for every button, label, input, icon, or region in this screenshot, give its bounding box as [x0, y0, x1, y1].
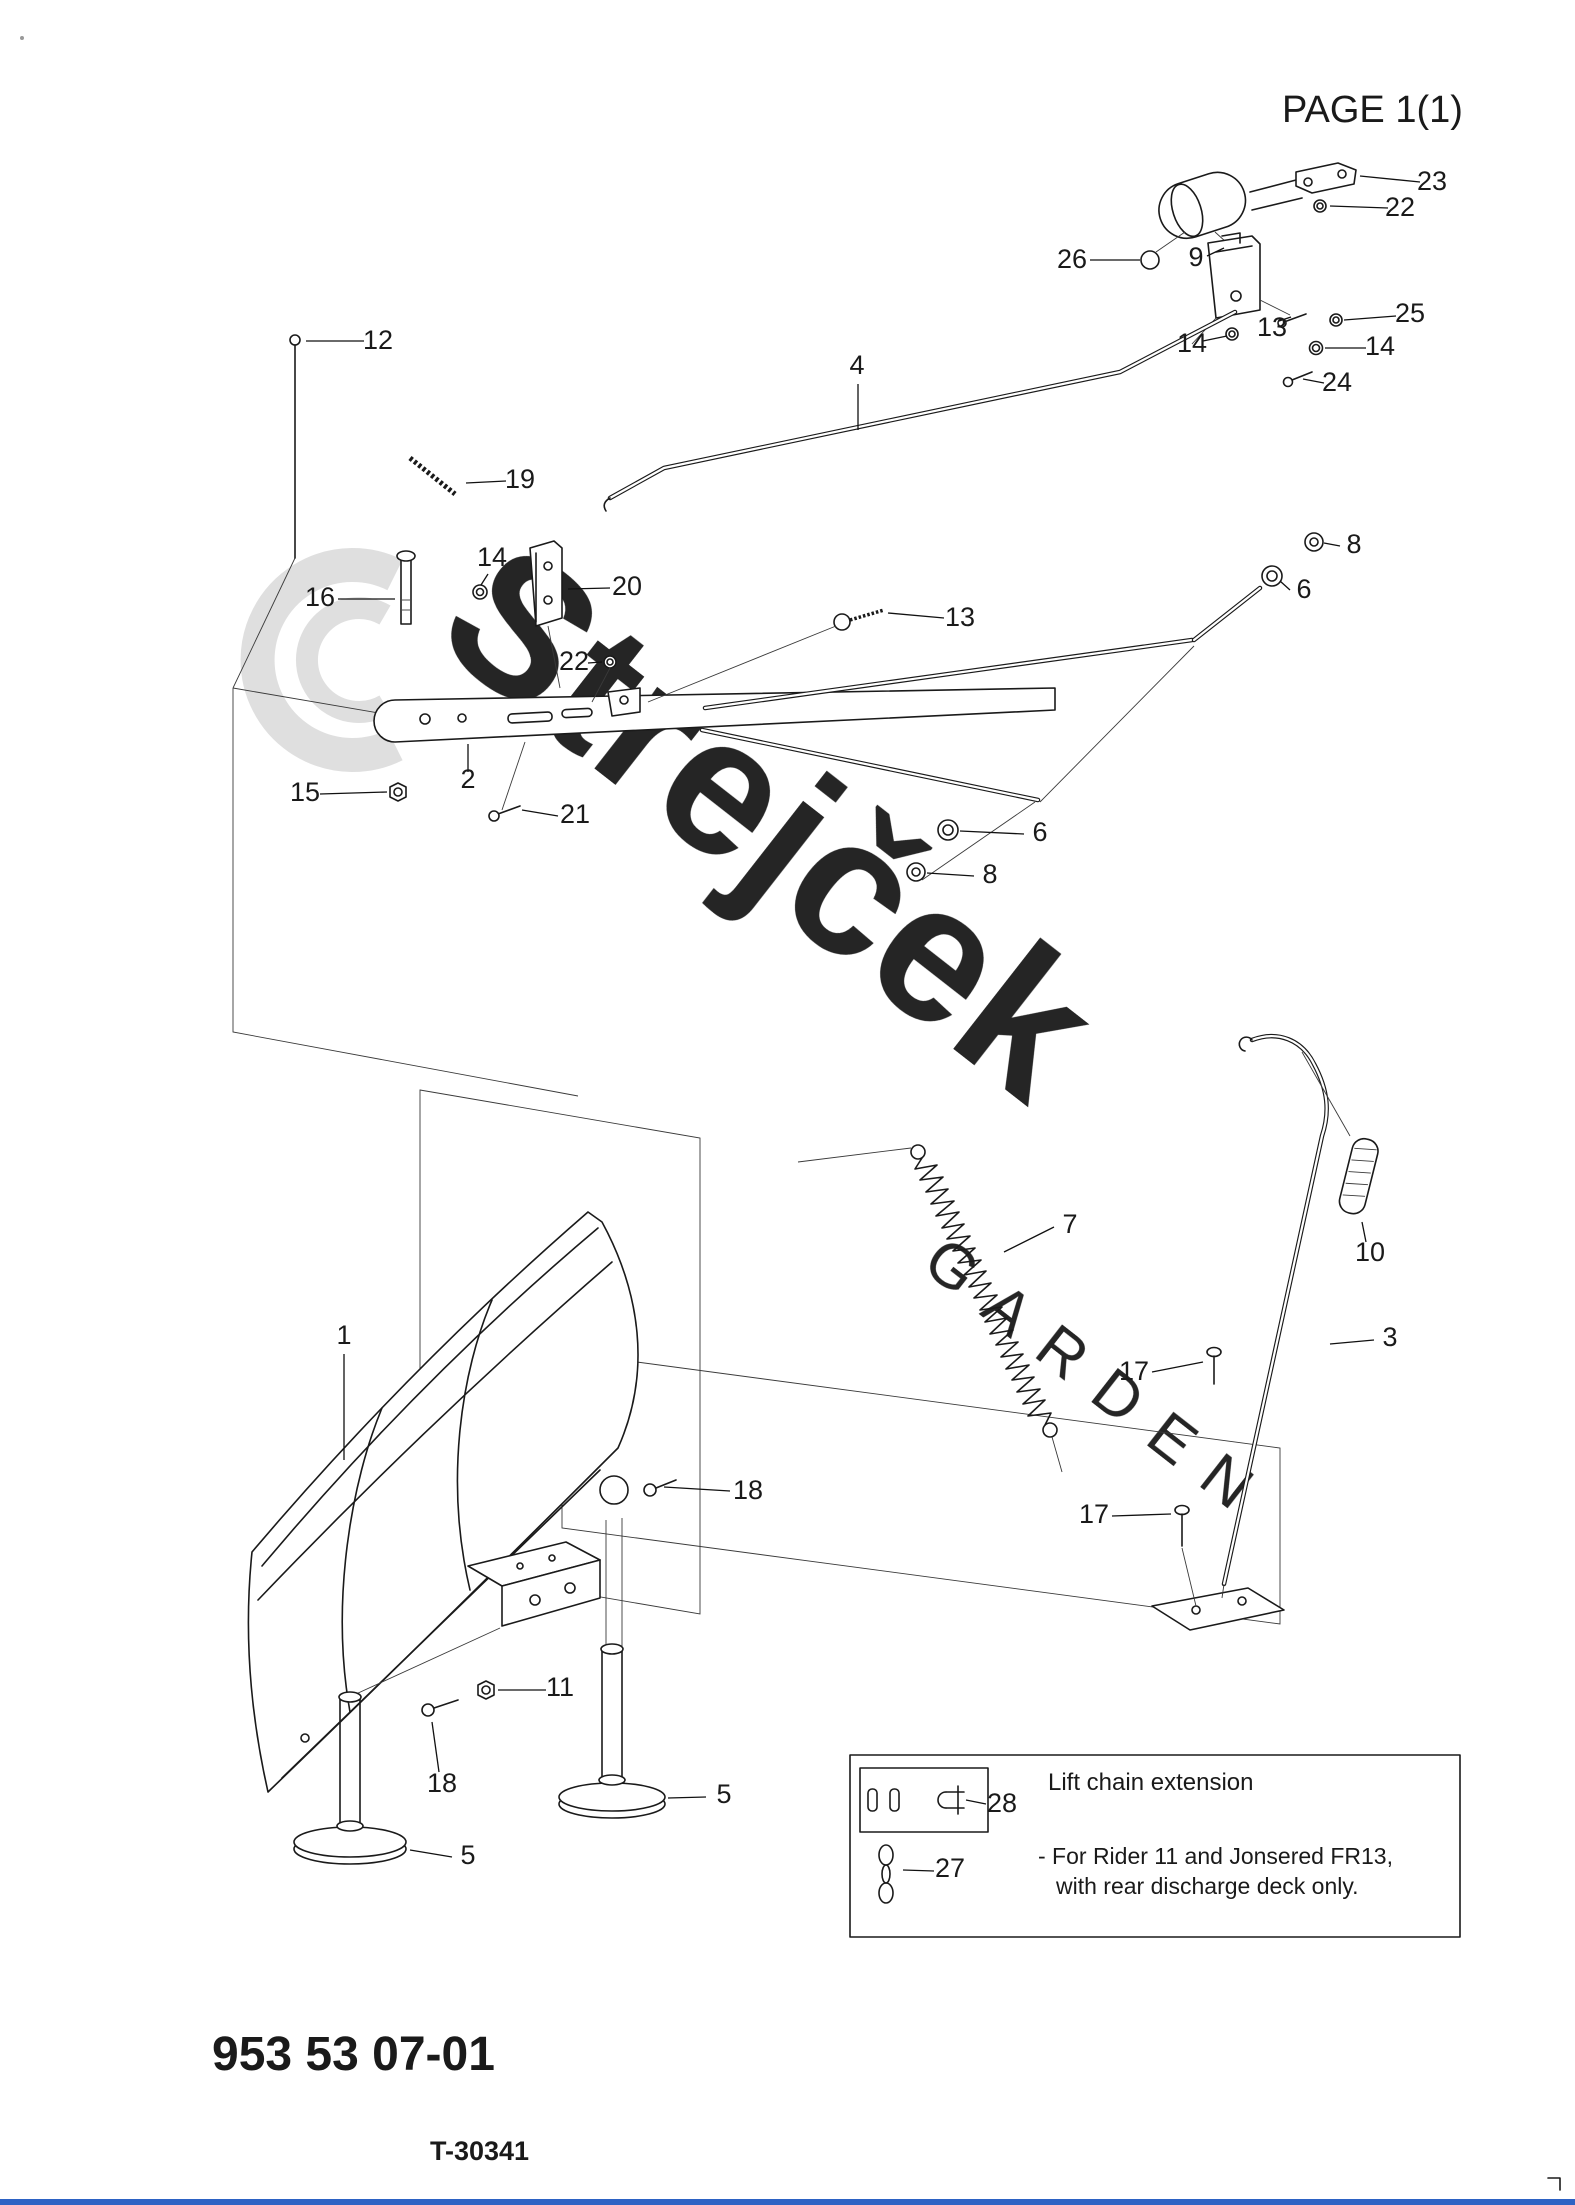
part-28-connector-icon [867, 1785, 965, 1815]
document-part-number: 953 53 07-01 [212, 2028, 495, 2081]
footer-blue-bar [0, 2199, 1575, 2205]
part-23-bracket [1295, 162, 1357, 194]
page-title: PAGE 1(1) [1282, 89, 1463, 131]
part-27-chain-icon [878, 1844, 894, 1904]
part-17-screw-lower [1174, 1504, 1197, 1607]
part-label-24: 24 [1322, 367, 1352, 397]
part-label-17: 17 [1079, 1499, 1109, 1529]
part-label-21: 21 [560, 799, 590, 829]
watermark-logo-outer-arc [240, 548, 403, 772]
part-13-eye-bolt [647, 608, 885, 703]
callout-labels: 23 22 26 9 25 13 14 14 24 12 4 19 14 20 … [290, 166, 1447, 1883]
part-16-bolt [396, 550, 416, 625]
leader-lines [306, 175, 1421, 1872]
part-label-9: 9 [1188, 242, 1203, 272]
part-label-5: 5 [460, 1840, 475, 1870]
part-label-6: 6 [1032, 817, 1047, 847]
note-box-inner-frame [859, 1767, 989, 1833]
part-5-skid-foot-left [293, 1691, 407, 1865]
part-label-3: 3 [1382, 1322, 1397, 1352]
part-15-nut [389, 782, 407, 802]
part-20-bracket [529, 540, 563, 689]
part-22-nut-mid [591, 655, 617, 703]
part-22-nut-top [1313, 199, 1327, 213]
part-label-18: 18 [733, 1475, 763, 1505]
part-label-7: 7 [1062, 1209, 1077, 1239]
note-title: Lift chain extension [1048, 1769, 1253, 1796]
drawing-code: T-30341 [430, 2136, 529, 2166]
part-5-skid-foot-right [558, 1643, 666, 1819]
part-8-washer-upper [1304, 532, 1324, 552]
part-label-13: 13 [1257, 312, 1287, 342]
part-label-20: 20 [612, 571, 642, 601]
part-label-14: 14 [477, 542, 507, 572]
corner-registration-mark [1547, 2177, 1561, 2191]
part-label-6: 6 [1296, 574, 1311, 604]
part-label-13: 13 [945, 602, 975, 632]
part-label-8: 8 [1346, 529, 1361, 559]
part-label-2: 2 [460, 764, 475, 794]
part-label-23: 23 [1417, 166, 1447, 196]
part-9-bracket [1191, 232, 1291, 345]
watermark-brand-text: Strejček [404, 501, 1137, 1140]
part-8-washer-lower [906, 862, 926, 882]
note-body-line1: - For Rider 11 and Jonsered FR13, [1038, 1843, 1393, 1869]
part-label-11: 11 [546, 1672, 574, 1702]
part-label-14: 14 [1177, 328, 1207, 358]
part-3-lift-lever [1151, 1033, 1329, 1631]
note-body-line2: with rear discharge deck only. [1055, 1873, 1359, 1899]
part-2-frame-bar [373, 687, 1056, 743]
part-label-5: 5 [716, 1779, 731, 1809]
part-11-nut [477, 1680, 495, 1700]
part-14-nut-mid [472, 584, 488, 600]
scan-dot-mark [20, 36, 24, 40]
part-14-nut-top-left [1225, 327, 1239, 341]
part-4-lift-rod [603, 309, 1238, 512]
part-18-bolt-upper [643, 1479, 677, 1497]
part-label-22: 22 [1385, 192, 1415, 222]
part-19-spring-pin [408, 456, 457, 496]
part-6-bushing-lower [937, 819, 959, 841]
part-1-plow-blade [247, 1211, 639, 1793]
part-label-18: 18 [427, 1768, 457, 1798]
lift-chain-note-box: Lift chain extension - For Rider 11 and … [849, 1754, 1461, 1938]
part-26-ring [1140, 250, 1160, 270]
part-18-bolt-lower [421, 1699, 459, 1717]
a-frame-drawbar [699, 585, 1263, 881]
part-21-bolt [488, 741, 526, 822]
watermark-logo-inner-arc [296, 597, 391, 723]
note-box-border [849, 1754, 1461, 1938]
part-7-tension-spring [910, 1144, 1058, 1438]
part-label-17: 17 [1119, 1356, 1149, 1386]
part-17-screw-upper [1206, 1346, 1222, 1385]
part-label-15: 15 [290, 777, 320, 807]
lift-lever-cylinder [1155, 171, 1303, 253]
part-24-bolt [1282, 371, 1313, 388]
part-14-nut-top-right [1308, 340, 1324, 356]
part-label-4: 4 [849, 350, 864, 380]
part-10-grip [1301, 1051, 1379, 1215]
part-6-bushing-upper [1261, 565, 1283, 587]
part-label-27: 27 [935, 1853, 965, 1883]
part-label-14: 14 [1365, 331, 1395, 361]
part-12-pin [289, 334, 301, 559]
blade-mount-bracket [355, 1475, 629, 1695]
part-label-26: 26 [1057, 244, 1087, 274]
part-label-16: 16 [305, 582, 335, 612]
part-label-28: 28 [987, 1788, 1017, 1818]
part-label-22: 22 [559, 646, 589, 676]
part-25-washer [1329, 313, 1343, 327]
part-label-19: 19 [505, 464, 535, 494]
part-label-12: 12 [363, 325, 393, 355]
part-label-10: 10 [1355, 1237, 1385, 1267]
part-label-8: 8 [982, 859, 997, 889]
part-label-25: 25 [1395, 298, 1425, 328]
part-label-1: 1 [336, 1320, 351, 1350]
